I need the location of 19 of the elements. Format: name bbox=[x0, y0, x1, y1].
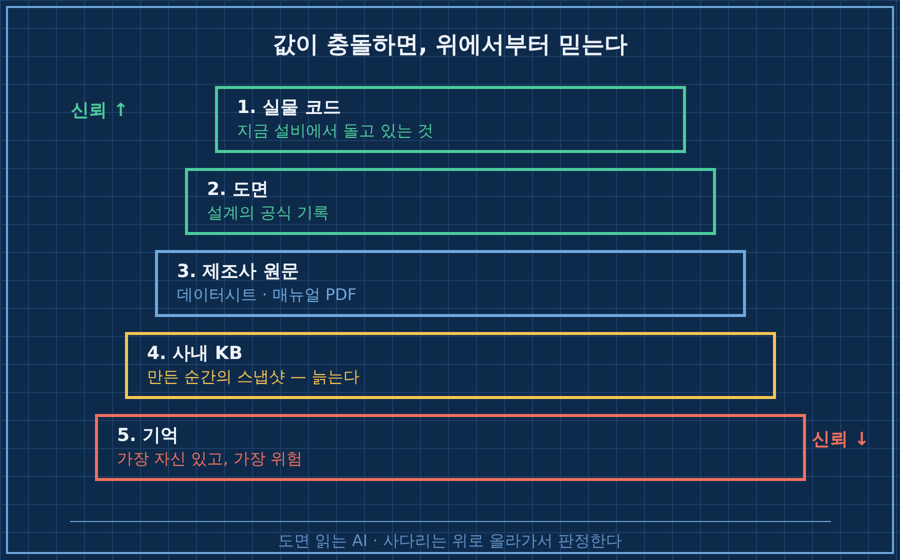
tier-box bbox=[215, 86, 686, 153]
tier-title: 2. 도면 bbox=[207, 178, 269, 201]
tier-box bbox=[185, 168, 716, 235]
tier-description: 지금 설비에서 돌고 있는 것 bbox=[237, 120, 434, 142]
tier-box bbox=[95, 414, 806, 481]
trust-direction-label: 신뢰 ↑ bbox=[71, 99, 128, 123]
trust-direction-label: 신뢰 ↓ bbox=[812, 428, 870, 452]
tier-title: 4. 사내 KB bbox=[147, 342, 243, 365]
diagram-title: 값이 충돌하면, 위에서부터 믿는다 bbox=[272, 31, 628, 60]
tier-description: 가장 자신 있고, 가장 위험 bbox=[117, 448, 302, 470]
tier-title: 5. 기억 bbox=[117, 424, 179, 447]
tier-box bbox=[125, 332, 776, 399]
tier-title: 3. 제조사 원문 bbox=[177, 260, 299, 283]
diagram-caption: 도면 읽는 AI · 사다리는 위로 올라가서 판정한다 bbox=[278, 530, 622, 552]
tier-box bbox=[155, 250, 746, 317]
tier-description: 만든 순간의 스냅샷 — 늙는다 bbox=[147, 366, 360, 388]
tier-description: 설계의 공식 기록 bbox=[207, 202, 330, 224]
tier-title: 1. 실물 코드 bbox=[237, 96, 341, 119]
tier-description: 데이터시트 · 매뉴얼 PDF bbox=[177, 284, 357, 306]
